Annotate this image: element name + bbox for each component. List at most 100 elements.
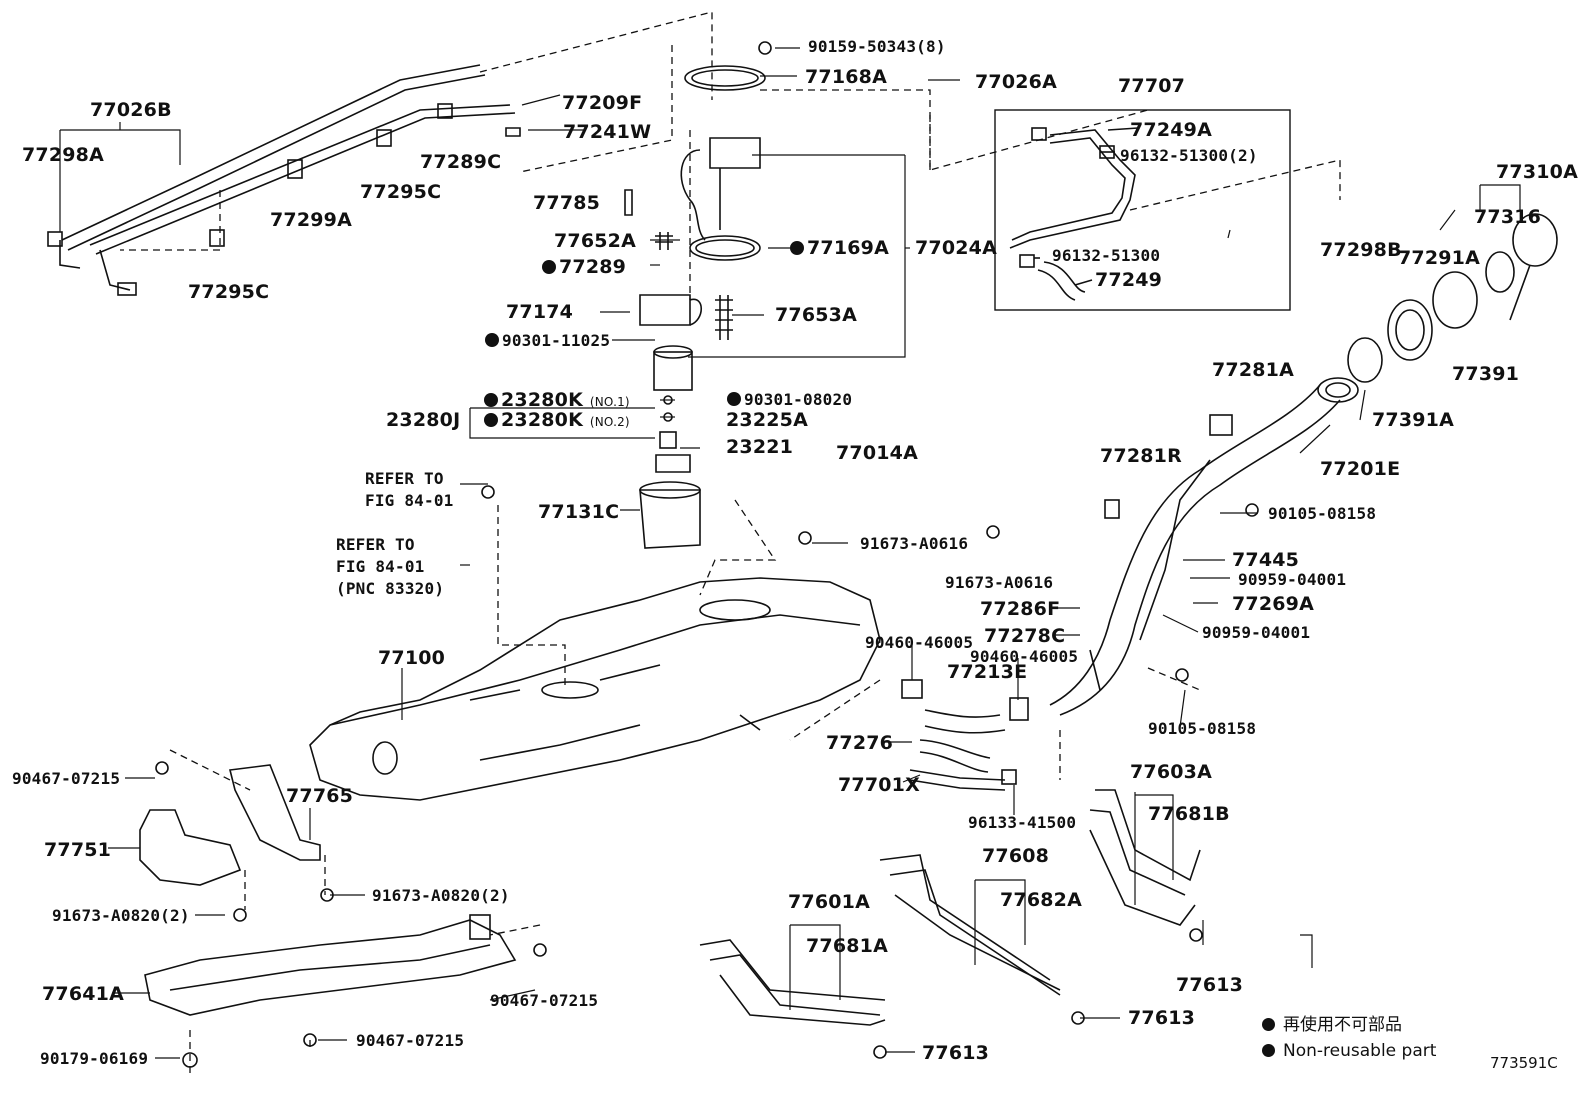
label-96133-41500: 96133-41500: [968, 813, 1077, 832]
label-77168A: 77168A: [805, 66, 888, 88]
non-reusable-dot-icon: [484, 413, 498, 427]
label-90959-04001-top: 90959-04001: [1238, 570, 1347, 589]
label-90159-50343: 90159-50343(8): [808, 37, 946, 56]
label-91673-A0820-left: 91673-A0820(2): [52, 906, 190, 925]
dashed-guide-lines: [120, 11, 1341, 1075]
fuel-pump-assembly: [624, 65, 766, 549]
label-77445: 77445: [1232, 549, 1300, 571]
fuel-line-77026B: [47, 64, 521, 296]
non-reusable-dot-icon: [542, 260, 556, 274]
label-77707: 77707: [1118, 75, 1186, 97]
label-23280K-no1-note: (NO.1): [589, 395, 630, 409]
label-77026B: 77026B: [90, 99, 172, 121]
label-77298A: 77298A: [22, 144, 105, 166]
hose-kit-77707: [994, 109, 1291, 311]
label-90467-07215-bottom: 90467-07215: [356, 1031, 465, 1050]
label-91673-A0616-left: 91673-A0616: [860, 534, 969, 553]
label-77289C: 77289C: [420, 151, 502, 173]
label-77213E: 77213E: [947, 661, 1028, 683]
label-23225A: 23225A: [726, 409, 809, 431]
label-refer-fig-2-line1: REFER TO: [336, 535, 415, 554]
legend-en: Non-reusable part: [1262, 1040, 1436, 1062]
label-77281R: 77281R: [1100, 445, 1182, 467]
label-77603A: 77603A: [1130, 761, 1213, 783]
leader-lines: [59, 47, 1521, 1059]
bolts: [155, 41, 1259, 1068]
label-77765: 77765: [286, 785, 354, 807]
label-77785: 77785: [533, 192, 601, 214]
label-90959-04001-bottom: 90959-04001: [1202, 623, 1311, 642]
label-23221: 23221: [726, 436, 794, 458]
label-77249: 77249: [1095, 269, 1163, 291]
label-77701X: 77701X: [838, 774, 920, 796]
label-23280K-no1: 23280K (NO.1): [484, 390, 630, 412]
label-77281A: 77281A: [1212, 359, 1295, 381]
label-23280K-no2: 23280K (NO.2): [484, 410, 630, 432]
label-77613-right: 77613: [1176, 974, 1244, 996]
label-77289: 77289: [542, 257, 626, 277]
tank-bands: [699, 789, 1201, 1026]
diagram-code: 773591C: [1490, 1054, 1558, 1072]
legend-en-text: Non-reusable part: [1283, 1041, 1437, 1061]
label-77608: 77608: [982, 845, 1050, 867]
label-77289-text: 77289: [559, 256, 627, 278]
label-77024A: 77024A: [915, 237, 998, 259]
label-23280K-no1-text: 23280K: [501, 389, 584, 411]
label-77295C-bottom: 77295C: [188, 281, 270, 303]
label-90105-08158-top: 90105-08158: [1268, 504, 1377, 523]
label-90301-08020-text: 90301-08020: [744, 390, 853, 409]
non-reusable-dot-icon: [1262, 1044, 1275, 1057]
label-90301-11025: 90301-11025: [485, 330, 610, 352]
label-77310A: 77310A: [1496, 161, 1579, 183]
label-90301-08020: 90301-08020: [727, 389, 852, 411]
lower-protector-77641A: [144, 914, 517, 1016]
label-23280K-no2-text: 23280K: [501, 409, 584, 431]
label-90179-06169: 90179-06169: [40, 1049, 149, 1068]
label-77299A: 77299A: [270, 209, 353, 231]
filler-cap-parts: [1347, 213, 1558, 383]
label-77751: 77751: [44, 839, 112, 861]
filler-neck-77201E: [1049, 377, 1359, 716]
label-77316: 77316: [1474, 206, 1542, 228]
label-77209F: 77209F: [562, 92, 643, 114]
label-77169A-text: 77169A: [807, 237, 890, 259]
label-77601A: 77601A: [788, 891, 871, 913]
legend-ja-text: 再使用不可部品: [1283, 1015, 1402, 1035]
label-96132-51300-2: 96132-51300(2): [1120, 146, 1258, 165]
label-77391A: 77391A: [1372, 409, 1455, 431]
label-77298B: 77298B: [1320, 239, 1402, 261]
label-77276: 77276: [826, 732, 894, 754]
label-77201E: 77201E: [1320, 458, 1401, 480]
label-refer-fig-1-line1: REFER TO: [365, 469, 444, 488]
non-reusable-dot-icon: [727, 392, 741, 406]
label-77291A: 77291A: [1398, 247, 1481, 269]
label-77131C: 77131C: [538, 501, 620, 523]
label-90467-07215-mid: 90467-07215: [490, 991, 599, 1010]
fuel-tank-77100: [309, 577, 881, 801]
label-77278C: 77278C: [984, 625, 1066, 647]
label-77391: 77391: [1452, 363, 1520, 385]
label-77026A: 77026A: [975, 71, 1058, 93]
label-77653A: 77653A: [775, 304, 858, 326]
label-77652A: 77652A: [554, 230, 637, 252]
label-77681A: 77681A: [806, 935, 889, 957]
label-77169A: 77169A: [790, 238, 889, 258]
label-90301-11025-text: 90301-11025: [502, 331, 611, 350]
non-reusable-dot-icon: [485, 333, 499, 347]
label-90460-46005-right: 90460-46005: [970, 647, 1079, 666]
bracket-77751: [139, 764, 321, 886]
tank-hoses: [901, 679, 1029, 791]
label-77100: 77100: [378, 647, 446, 669]
label-23280J: 23280J: [386, 409, 461, 431]
label-77613-mid: 77613: [1128, 1007, 1196, 1029]
legend-ja: 再使用不可部品: [1262, 1014, 1402, 1036]
label-77241W: 77241W: [563, 121, 652, 143]
label-77613-left: 77613: [922, 1042, 990, 1064]
label-77641A: 77641A: [42, 983, 125, 1005]
non-reusable-dot-icon: [790, 241, 804, 255]
label-77269A: 77269A: [1232, 593, 1315, 615]
label-90467-07215-left: 90467-07215: [12, 769, 121, 788]
label-77295C-top: 77295C: [360, 181, 442, 203]
